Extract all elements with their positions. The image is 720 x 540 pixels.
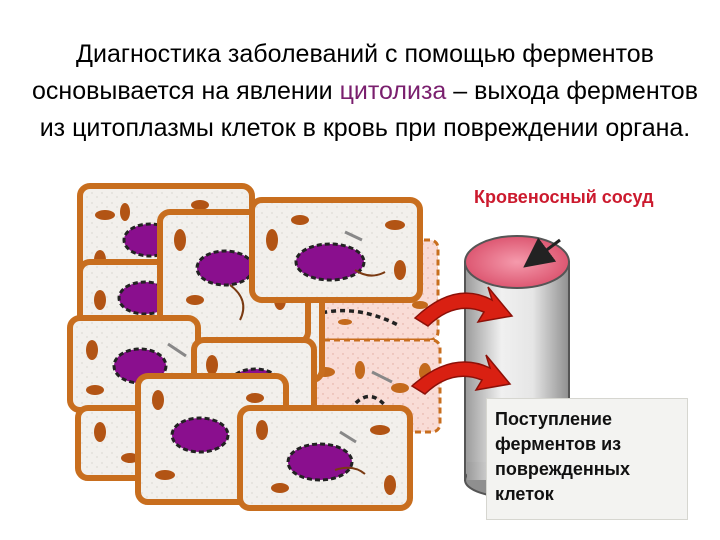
enzyme-release-callout: Поступление ферментов из поврежденных кл… <box>486 398 688 520</box>
cell <box>249 197 423 303</box>
title-highlight: цитолиза <box>339 77 447 105</box>
enzyme-flow-arrow-icon <box>410 354 512 395</box>
slide-title: Диагностика заболеваний с помощью фермен… <box>20 36 710 147</box>
title-part1: Диагностика заболеваний с помощью фермен… <box>32 40 654 105</box>
cell <box>67 315 201 413</box>
pointer-arrow-icon <box>523 237 561 268</box>
enzyme-flow-arrow-icon <box>413 286 514 327</box>
title-part2: – выхода ферментов из цитоплазмы клеток … <box>39 77 698 142</box>
cell <box>237 405 413 511</box>
vessel-label: Кровеносный сосуд <box>474 187 654 207</box>
